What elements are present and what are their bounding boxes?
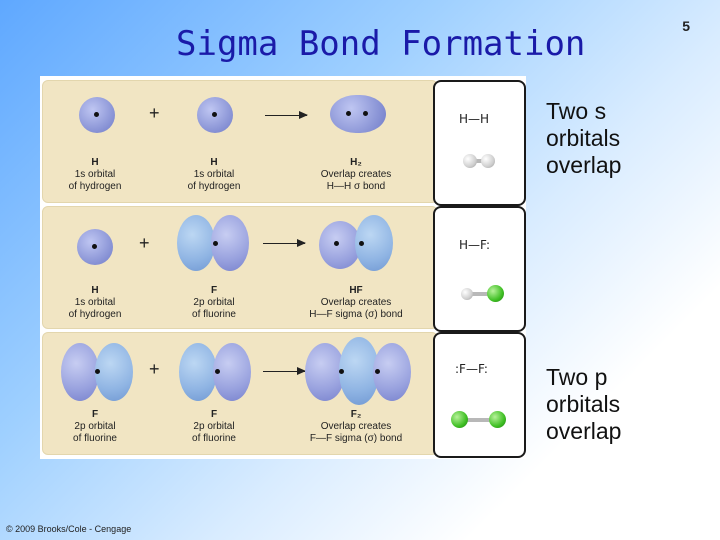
page-number: 5: [682, 18, 690, 34]
lewis-structure-h2: H—H: [459, 112, 490, 126]
reaction-arrow: [265, 111, 308, 119]
s-orbital-overlap-label: Two s orbitals overlap: [546, 98, 622, 178]
hydrogen-atom: [481, 154, 495, 168]
fluorine-atom: [487, 285, 504, 302]
plus-sign: +: [149, 359, 160, 379]
p-orbital-overlap-label: Two p orbitals overlap: [546, 364, 622, 444]
reaction-arrow: [263, 367, 306, 375]
f2-model-box: :F—F:: [433, 332, 526, 458]
f-2p-orbital-lobe: [179, 343, 217, 401]
f2-overlap-orbital: [339, 337, 379, 405]
hf-overlap-orbital: [319, 221, 361, 269]
hydrogen-atom: [461, 288, 473, 300]
plus-sign: +: [149, 103, 160, 123]
h-1s-orbital: [79, 97, 115, 133]
hydrogen-atom: [463, 154, 477, 168]
h2-overlap-orbital: [330, 95, 386, 133]
f-2p-orbital-lobe: [95, 343, 133, 401]
lewis-structure-hf: H—F:: [459, 238, 491, 252]
f-2p-orbital-lobe: [177, 215, 215, 271]
f-2p-orbital-lobe: [61, 343, 99, 401]
fluorine-atom: [451, 411, 468, 428]
reaction-arrow: [263, 239, 306, 247]
hf-model-box: H—F:: [433, 206, 526, 332]
f2-overlap-orbital: [305, 343, 345, 401]
slide-title: Sigma Bond Formation: [176, 24, 586, 64]
fluorine-atom: [489, 411, 506, 428]
copyright-notice: © 2009 Brooks/Cole - Cengage: [6, 524, 132, 534]
lewis-structure-f2: :F—F:: [455, 362, 488, 376]
h-1s-orbital: [77, 229, 113, 265]
plus-sign: +: [139, 233, 150, 253]
h-1s-orbital: [197, 97, 233, 133]
h2-model-box: H—H: [433, 80, 526, 206]
